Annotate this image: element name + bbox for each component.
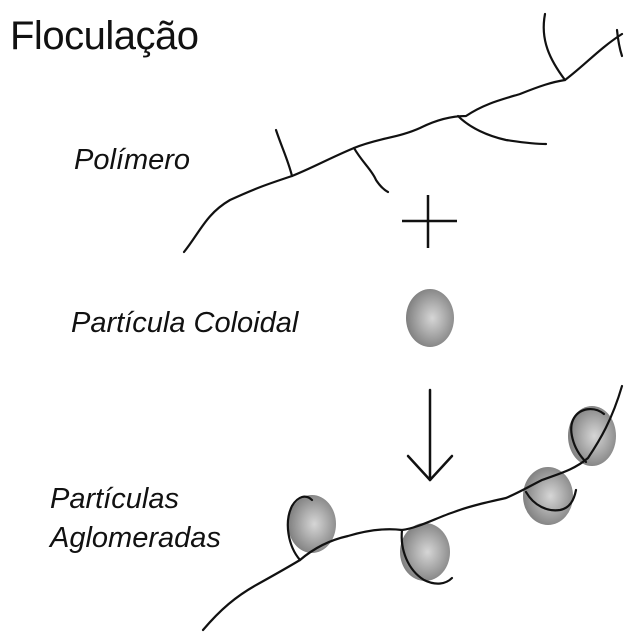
agglomerated-particles: [288, 406, 616, 581]
polymer-chain: [184, 14, 622, 252]
colloid-particle: [406, 289, 454, 347]
plus-icon: [402, 195, 457, 248]
agglomerated-particle-3: [523, 467, 573, 525]
down-arrow-icon: [408, 390, 452, 480]
polymer-branch-4: [544, 14, 565, 80]
polymer-branch-1: [276, 130, 292, 176]
agglomerated-particle-2: [400, 523, 450, 581]
polymer-branch-3: [458, 116, 546, 144]
agglomerated-particle-1: [288, 495, 336, 553]
polymer-branch-2: [354, 148, 388, 192]
